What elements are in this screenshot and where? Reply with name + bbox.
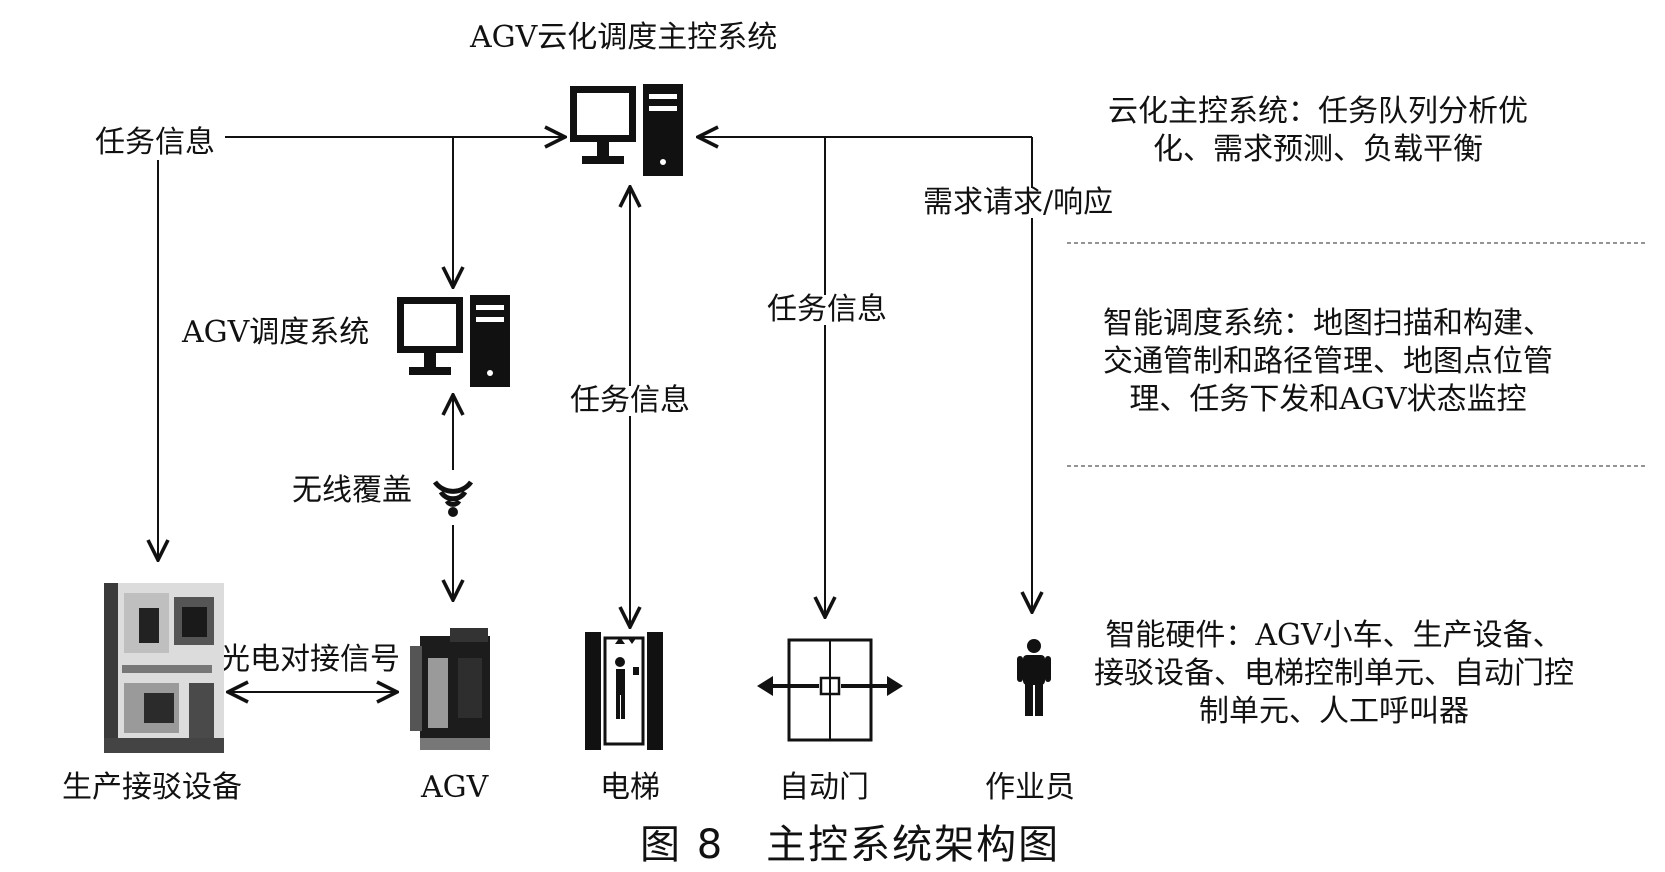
cloud-note-line-1: 云化主控系统：任务队列分析优 bbox=[1108, 94, 1528, 129]
cloud-system-note: 云化主控系统：任务队列分析优 化、需求预测、负载平衡 bbox=[1108, 93, 1528, 169]
hardware-note-line-2: 接驳设备、电梯控制单元、自动门控 bbox=[1094, 656, 1574, 691]
agv-dispatch-computer-icon bbox=[397, 295, 510, 387]
agv-label: AGV bbox=[421, 770, 489, 805]
agv-vehicle-image bbox=[410, 628, 490, 750]
hardware-note-line-3: 制单元、人工呼叫器 bbox=[1199, 694, 1469, 729]
dispatch-note-line-3: 理、任务下发和AGV状态监控 bbox=[1129, 382, 1527, 417]
photoelectric-label: 光电对接信号 bbox=[220, 642, 400, 677]
demand-response-label: 需求请求/响应 bbox=[923, 185, 1114, 220]
dispatch-note-line-2: 交通管制和路径管理、地图点位管 bbox=[1103, 344, 1553, 379]
figure-title: 图 8 主控系统架构图 bbox=[640, 822, 1061, 868]
production-equipment-image bbox=[104, 583, 224, 753]
dispatch-note-line-1: 智能调度系统：地图扫描和构建、 bbox=[1103, 306, 1553, 341]
hardware-note: 智能硬件：AGV小车、生产设备、 接驳设备、电梯控制单元、自动门控 制单元、人工… bbox=[1094, 617, 1574, 731]
operator-label: 作业员 bbox=[985, 770, 1075, 805]
hardware-note-line-1: 智能硬件：AGV小车、生产设备、 bbox=[1105, 618, 1563, 653]
task-info-label-door: 任务信息 bbox=[767, 292, 887, 327]
operator-person-icon bbox=[1017, 639, 1051, 716]
task-info-label-elevator: 任务信息 bbox=[570, 383, 690, 418]
task-info-label-left: 任务信息 bbox=[95, 125, 215, 160]
cloud-system-title: AGV云化调度主控系统 bbox=[470, 20, 778, 55]
elevator-label: 电梯 bbox=[600, 770, 660, 805]
cloud-computer-icon bbox=[570, 84, 683, 176]
production-equipment-label: 生产接驳设备 bbox=[62, 770, 242, 805]
dispatch-system-note: 智能调度系统：地图扫描和构建、 交通管制和路径管理、地图点位管 理、任务下发和A… bbox=[1103, 305, 1553, 419]
wireless-signal-icon bbox=[432, 480, 474, 517]
elevator-icon bbox=[585, 632, 663, 750]
automatic-door-label: 自动门 bbox=[779, 770, 869, 805]
automatic-door-icon bbox=[757, 638, 903, 742]
agv-dispatch-label: AGV调度系统 bbox=[182, 315, 370, 350]
wireless-label: 无线覆盖 bbox=[292, 473, 412, 508]
cloud-note-line-2: 化、需求预测、负载平衡 bbox=[1153, 132, 1483, 167]
